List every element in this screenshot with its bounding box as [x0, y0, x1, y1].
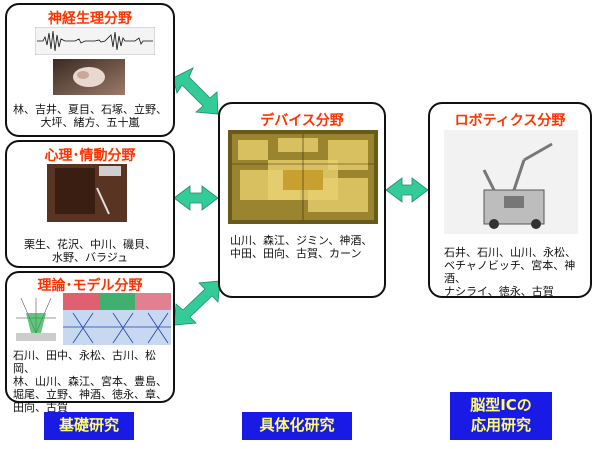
theory-title: 理論･モデル分野	[37, 278, 143, 294]
chip-image	[228, 130, 378, 224]
device-box: デバイス分野 山川、森江、ジミン、神酒、 中田、田向、古賀、カーン	[218, 102, 386, 298]
robotics-box: ロボティクス分野 石井、石川、山川、永松、 ベチャノビッチ、宮本、神酒、 ナシラ…	[428, 102, 592, 298]
theory-box: 理論･モデル分野 石川、田中、永松、古川、松岡、 林、山川、森江、宮本、豊島、 …	[5, 271, 175, 414]
brain-photo-image	[53, 59, 125, 95]
footer-basic-research: 基礎研究	[44, 412, 134, 440]
psych-title: 心理･情動分野	[44, 148, 136, 164]
robotics-names: 石井、石川、山川、永松、 ベチャノビッチ、宮本、神酒、 ナシライ、徳永、古賀	[444, 246, 576, 298]
psych-names: 栗生、花沢、中川、磯貝、 水野、バラジュ	[24, 238, 156, 264]
robot-photo-image	[444, 130, 578, 234]
neuro-names: 林、吉井、夏目、石塚、立野、 大坪、緒方、五十嵐	[13, 103, 167, 129]
lab-photo-image	[47, 164, 127, 222]
device-title: デバイス分野	[260, 113, 344, 129]
arrow-theory-device	[173, 280, 221, 326]
device-names: 山川、森江、ジミン、神酒、 中田、田向、古賀、カーン	[230, 234, 373, 260]
footer-applied-research: 脳型ICの 応用研究	[450, 392, 552, 440]
footer-concrete-research: 具体化研究	[242, 412, 352, 440]
arrow-psych-device	[173, 185, 219, 211]
neuro-title: 神経生理分野	[48, 11, 132, 27]
neuro-box: 神経生理分野 林、吉井、夏目、石塚、立野、 大坪、緒方、五十嵐	[5, 3, 175, 137]
arrow-device-robotics	[385, 177, 429, 203]
psych-box: 心理･情動分野 栗生、花沢、中川、磯貝、 水野、バラジュ	[5, 140, 175, 268]
arrow-neuro-device	[172, 67, 219, 115]
theory-names: 石川、田中、永松、古川、松岡、 林、山川、森江、宮本、豊島、 堀尾、立野、神酒、…	[13, 349, 167, 414]
waveform-image	[35, 27, 155, 55]
network-model-image	[11, 293, 61, 343]
lattice-model-image	[63, 293, 171, 345]
robotics-title: ロボティクス分野	[454, 113, 566, 129]
